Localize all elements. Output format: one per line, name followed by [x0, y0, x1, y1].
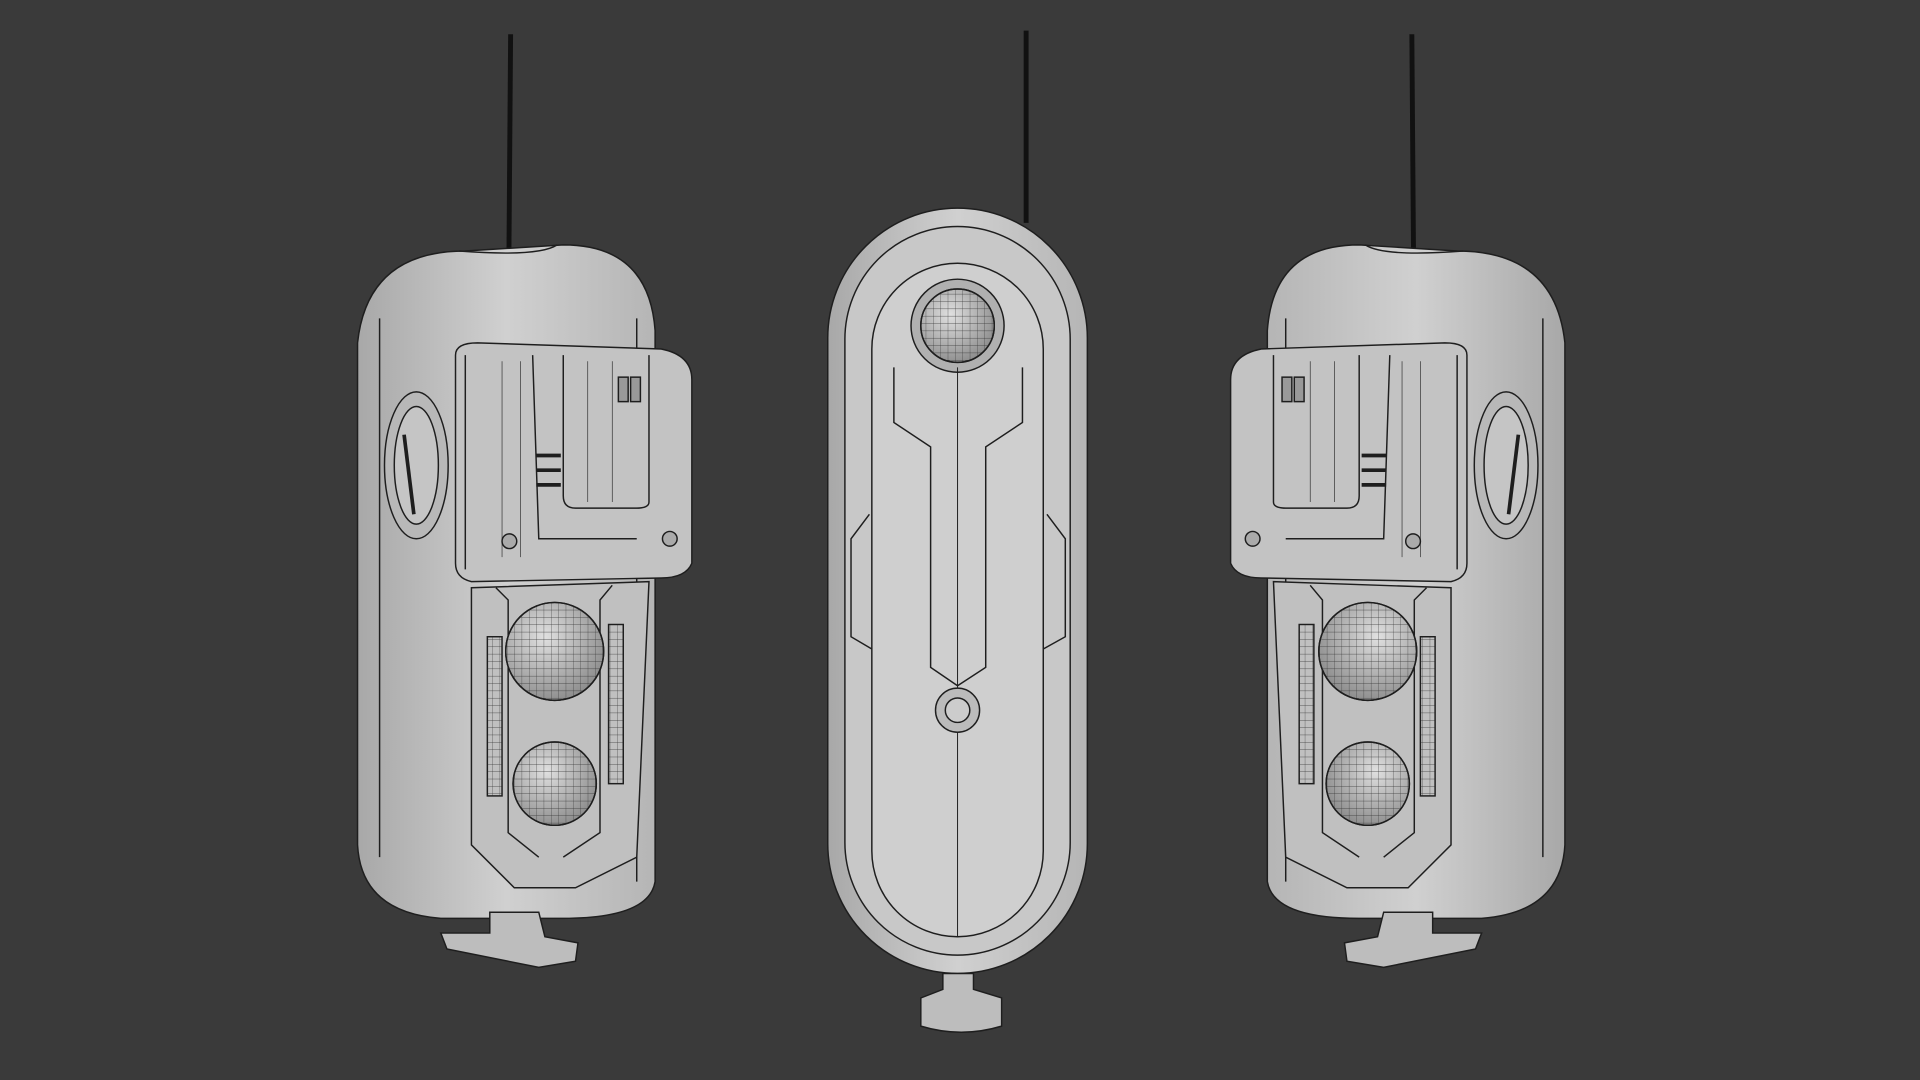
walkie-talkie-front-view [827, 30, 1089, 1033]
